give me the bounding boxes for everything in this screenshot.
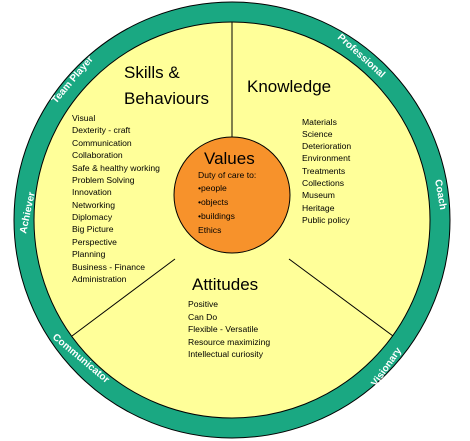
- skills-item: Problem Solving: [72, 175, 135, 185]
- skills-list: Visual Dexterity - craft Communication C…: [72, 113, 160, 284]
- values-item: •objects: [198, 197, 228, 207]
- knowledge-item: Deterioration: [302, 141, 351, 151]
- skills-item: Business - Finance: [72, 262, 145, 272]
- role-coach: Coach: [432, 179, 448, 211]
- skills-item: Networking: [72, 200, 115, 210]
- attitudes-item: Positive: [188, 299, 218, 309]
- skills-title: Skills &: [124, 63, 180, 82]
- divider-lower-right: [288, 258, 394, 337]
- knowledge-item: Museum: [302, 190, 335, 200]
- values-item: •people: [198, 183, 227, 193]
- attitudes-title: Attitudes: [192, 275, 258, 294]
- skills-title: Behaviours: [124, 89, 209, 108]
- knowledge-item: Treatments: [302, 166, 345, 176]
- knowledge-list: Materials Science Deterioration Environm…: [302, 117, 351, 225]
- attitudes-item: Resource maximizing: [188, 337, 270, 347]
- knowledge-item: Collections: [302, 178, 344, 188]
- attitudes-item: Flexible - Versatile: [188, 324, 258, 334]
- knowledge-item: Public policy: [302, 215, 350, 225]
- skills-item: Planning: [72, 249, 106, 259]
- values-item: Ethics: [198, 225, 221, 235]
- skills-item: Safe & healthy working: [72, 163, 160, 173]
- skills-item: Perspective: [72, 237, 117, 247]
- values-circle: [173, 136, 291, 254]
- skills-item: Administration: [72, 274, 127, 284]
- skills-item: Collaboration: [72, 150, 123, 160]
- attitudes-item: Intellectual curiosity: [188, 349, 264, 359]
- values-title: Values: [204, 149, 255, 168]
- knowledge-item: Materials: [302, 117, 337, 127]
- skills-item: Innovation: [72, 187, 112, 197]
- knowledge-title: Knowledge: [247, 77, 331, 96]
- skills-item: Diplomacy: [72, 212, 113, 222]
- knowledge-item: Heritage: [302, 203, 335, 213]
- knowledge-item: Environment: [302, 153, 351, 163]
- skills-item: Communication: [72, 138, 132, 148]
- knowledge-item: Science: [302, 129, 333, 139]
- skills-item: Big Picture: [72, 224, 114, 234]
- skills-item: Dexterity - craft: [72, 125, 131, 135]
- attitudes-item: Can Do: [188, 312, 217, 322]
- attitudes-list: Positive Can Do Flexible - Versatile Res…: [188, 299, 270, 359]
- values-item: Duty of care to:: [198, 170, 256, 180]
- divider-lower-left: [71, 258, 176, 337]
- values-item: •buildings: [198, 211, 235, 221]
- skills-item: Visual: [72, 113, 95, 123]
